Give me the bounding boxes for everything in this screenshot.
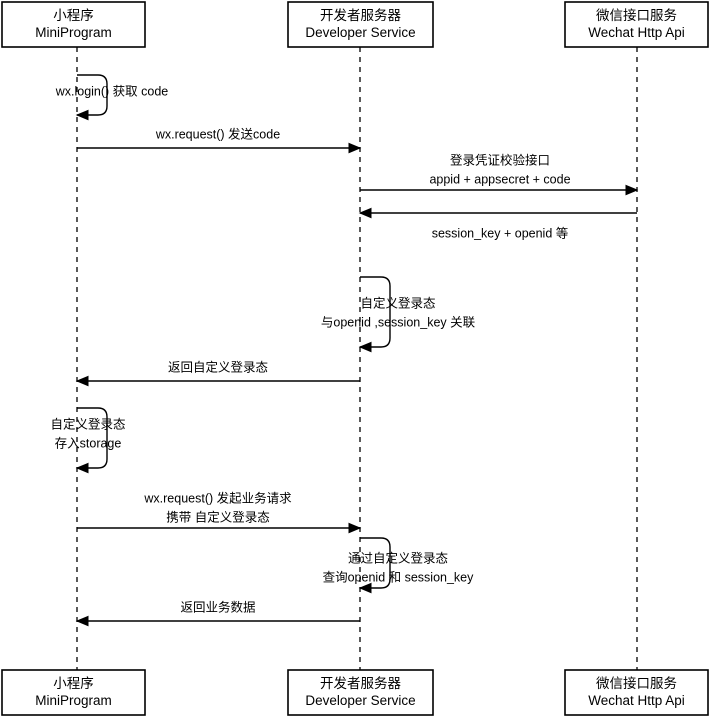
actor-name-en: Developer Service bbox=[305, 25, 415, 40]
arrow-head-left bbox=[75, 615, 89, 627]
message-label-line: wx.request() 发起业务请求 bbox=[143, 490, 292, 505]
actor-name-en: MiniProgram bbox=[35, 25, 112, 40]
arrow-head-left bbox=[75, 462, 89, 474]
actor-box-developer-service-top[interactable]: 开发者服务器 Developer Service bbox=[287, 1, 434, 48]
message-label-line: 返回业务数据 bbox=[180, 599, 255, 614]
actor-box-wechat-http-api-top[interactable]: 微信接口服务 Wechat Http Api bbox=[564, 1, 709, 48]
message-msg-10-return-business-data[interactable]: 返回业务数据 bbox=[75, 599, 360, 627]
actor-box-miniprogram-top[interactable]: 小程序 MiniProgram bbox=[1, 1, 146, 48]
message-label-line: 自定义登录态 bbox=[50, 416, 125, 431]
actor-name-cn: 微信接口服务 bbox=[596, 7, 677, 23]
message-label-line: 存入storage bbox=[55, 436, 122, 450]
arrow-head-right bbox=[625, 184, 639, 196]
arrow-head-left bbox=[358, 582, 372, 594]
message-label-line: appid + appsecret + code bbox=[429, 172, 570, 186]
lifelines-layer bbox=[76, 47, 638, 670]
actor-name-cn: 开发者服务器 bbox=[320, 8, 401, 23]
actor-name-cn: 微信接口服务 bbox=[596, 675, 677, 691]
message-msg-6-return-custom-login-state[interactable]: 返回自定义登录态 bbox=[75, 359, 360, 387]
arrow-head-right bbox=[348, 142, 362, 154]
message-label-line: wx.login() 获取 code bbox=[55, 84, 169, 98]
actor-box-miniprogram-bottom[interactable]: 小程序 MiniProgram bbox=[1, 669, 146, 716]
message-label-line: 自定义登录态 bbox=[360, 295, 435, 310]
message-label-line: 登录凭证校验接口 bbox=[450, 152, 550, 167]
actor-name-en: MiniProgram bbox=[35, 693, 112, 708]
actor-name-cn: 小程序 bbox=[53, 676, 94, 691]
message-msg-2-wx-request-code[interactable]: wx.request() 发送code bbox=[77, 126, 362, 154]
actor-name-cn: 开发者服务器 bbox=[320, 676, 401, 691]
message-label-line: 通过自定义登录态 bbox=[348, 550, 448, 565]
message-label-line: wx.request() 发送code bbox=[155, 126, 280, 141]
actor-name-cn: 小程序 bbox=[53, 8, 94, 23]
message-msg-4-session-key-openid[interactable]: session_key + openid 等 bbox=[358, 207, 637, 240]
message-label-line: 查询openid 和 session_key bbox=[323, 570, 475, 584]
message-msg-1-wx-login[interactable]: wx.login() 获取 code bbox=[55, 74, 169, 121]
arrow-head-left bbox=[75, 375, 89, 387]
message-msg-3-login-credential-check[interactable]: 登录凭证校验接口 appid + appsecret + code bbox=[360, 152, 639, 196]
arrow-head-left bbox=[75, 109, 89, 121]
messages-layer: wx.login() 获取 code wx.request() 发送code 登录凭… bbox=[50, 74, 639, 627]
message-label-line: 与openid ,session_key 关联 bbox=[321, 315, 476, 329]
actor-name-en: Developer Service bbox=[305, 693, 415, 708]
actor-name-en: Wechat Http Api bbox=[588, 25, 685, 40]
message-label-line: 返回自定义登录态 bbox=[168, 359, 268, 374]
message-label-line: 携带 自定义登录态 bbox=[166, 509, 269, 524]
arrow-head-right bbox=[348, 522, 362, 534]
arrow-head-left bbox=[358, 341, 372, 353]
actor-name-en: Wechat Http Api bbox=[588, 693, 685, 708]
actor-box-developer-service-bottom[interactable]: 开发者服务器 Developer Service bbox=[287, 669, 434, 716]
arrow-head-left bbox=[358, 207, 372, 219]
message-label-line: session_key + openid 等 bbox=[432, 225, 569, 240]
actor-box-wechat-http-api-bottom[interactable]: 微信接口服务 Wechat Http Api bbox=[564, 669, 709, 716]
